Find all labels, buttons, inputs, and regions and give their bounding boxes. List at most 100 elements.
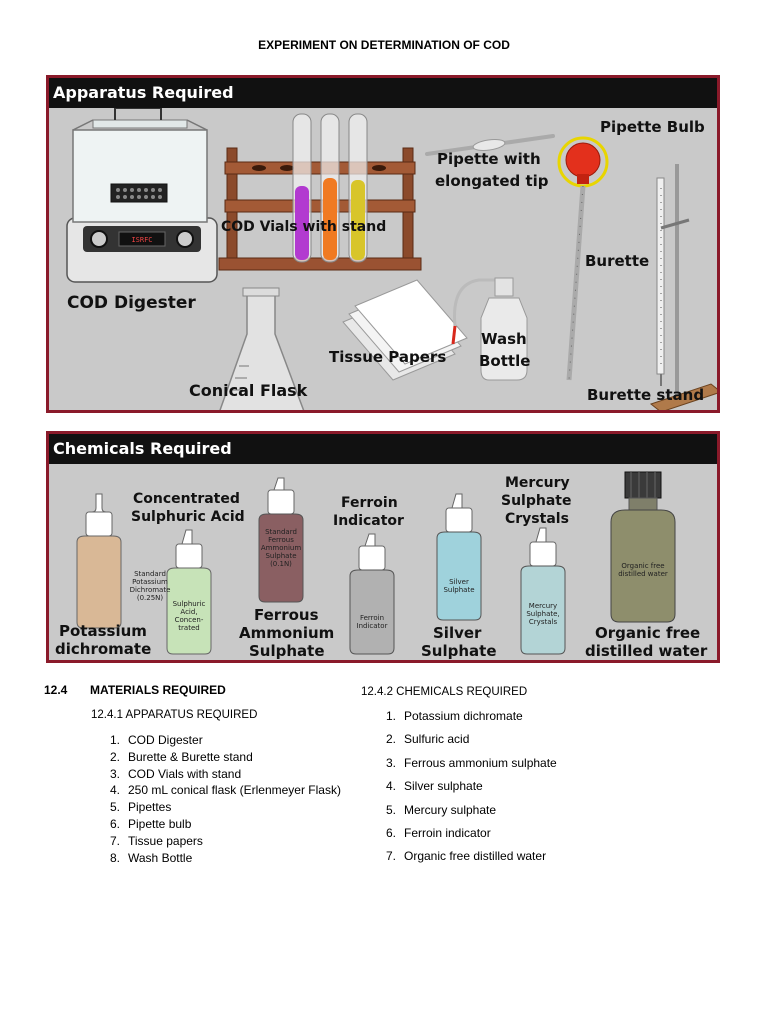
list-item-text: Pipettes (128, 800, 172, 815)
bottle-label-ferrous: Standard Ferrous Ammonium Sulphate (0.1N… (260, 528, 302, 568)
list-item: 8. Wash Bottle (110, 850, 341, 867)
label-wash-line1: Wash (481, 330, 527, 348)
cod-digester-illustration: ISRFC (66, 108, 218, 283)
chemicals-subheading: 12.4.2 CHEMICALS REQUIRED (361, 686, 528, 698)
label-ferrous-line2: Ammonium (239, 624, 335, 642)
label-potassium-line2: dichromate (55, 640, 152, 658)
wash-bottle-illustration (451, 277, 528, 381)
label-concentrated-line1: Concentrated (133, 491, 240, 507)
pipette-illustration (425, 134, 555, 156)
bottle-label-potassium: Standard Potassium Dichromate (0.25N) (129, 570, 171, 602)
list-item-number: 1. (110, 733, 121, 747)
label-ferrous-line3: Sulphate (249, 642, 325, 660)
chemicals-illustration (76, 471, 676, 655)
label-mercury-line1: Mercury (505, 475, 570, 491)
list-item-number: 4. (110, 783, 121, 798)
digester-brand-text: ISRFC (131, 236, 152, 244)
bottle-label-sulphuric: Sulphuric Acid, Concen- trated (172, 600, 206, 632)
chemicals-required-panel: Chemicals Required (46, 431, 720, 663)
bottle-label-water: Organic free distilled water (618, 562, 668, 578)
apparatus-heading: Apparatus Required (49, 78, 717, 108)
list-item: 7. Tissue papers (110, 833, 341, 850)
conical-flask-illustration (219, 287, 305, 410)
label-burette-stand: Burette stand (587, 386, 705, 404)
label-silver-line2: Sulphate (421, 642, 497, 660)
list-item-number: 1. (386, 709, 397, 723)
label-pipette-line1: Pipette with (437, 150, 541, 168)
list-item-text: Ferroin indicator (404, 825, 491, 840)
list-item: 3. COD Vials with stand (110, 766, 341, 783)
bottle-ferroin (349, 533, 395, 655)
label-organic-line2: distilled water (585, 642, 708, 660)
label-ferrous-line1: Ferrous (254, 606, 319, 624)
label-burette: Burette (585, 252, 650, 270)
bottle-potassium (76, 493, 122, 629)
list-item-number: 3. (110, 766, 121, 781)
list-item-text: COD Digester (128, 733, 203, 747)
bottle-label-ferroin: Ferroin Indicator (356, 614, 388, 630)
apparatus-list: 1. COD Digester 2. Burette & Burette stand 3… (110, 732, 341, 866)
bottle-label-silver: Silver Sulphate (443, 578, 475, 594)
label-pipette-line2: elongated tip (435, 172, 549, 190)
document-title: EXPERIMENT ON DETERMINATION OF COD (258, 38, 510, 52)
label-mercury-line2: Sulphate (501, 493, 572, 509)
list-item-number: 8. (110, 850, 121, 865)
apparatus-subheading: 12.4.1 APPARATUS REQUIRED (91, 709, 258, 721)
list-item-number: 3. (386, 755, 397, 770)
list-item-number: 2. (110, 749, 121, 764)
list-item-text: Pipette bulb (128, 816, 192, 831)
label-cod-vials: COD Vials with stand (221, 219, 387, 235)
list-item-text: 250 mL conical flask (Erlenmeyer Flask) (128, 783, 341, 798)
list-item: 3.Ferrous ammonium sulphate (386, 752, 557, 775)
materials-section-heading: 12.4 MATERIALS REQUIRED (44, 683, 226, 697)
label-concentrated-line2: Sulphuric Acid (131, 509, 245, 525)
list-item: 6. Pipette bulb (110, 816, 341, 833)
list-item-text: Silver sulphate (404, 779, 483, 794)
apparatus-illustration: ISRFC (66, 108, 717, 410)
burette-stand-illustration (649, 164, 717, 410)
list-item-text: Sulfuric acid (404, 732, 470, 747)
list-item: 5.Pipettes (110, 799, 341, 816)
list-item-number: 2. (386, 732, 397, 747)
bottle-silver (436, 493, 482, 621)
bottle-label-mercury: Mercury Sulphate, Crystals (526, 602, 560, 626)
bottle-ferrous (258, 477, 304, 603)
list-item: 6. Ferroin indicator (386, 822, 557, 845)
list-item-number: 4. (386, 779, 397, 794)
list-item-text: Organic free distilled water (404, 849, 547, 864)
label-ferroin-line2: Indicator (333, 513, 404, 529)
label-pipette-bulb: Pipette Bulb (600, 118, 705, 136)
label-mercury-line3: Crystals (505, 511, 569, 527)
list-item: 2. Sulfuric acid (386, 728, 557, 751)
list-item: 7. Organic free distilled water (386, 845, 557, 868)
bottle-water (610, 471, 676, 623)
label-ferroin-line1: Ferroin (341, 495, 398, 511)
list-item: 5. Mercury sulphate (386, 799, 557, 822)
label-potassium-line1: Potassium (59, 622, 147, 640)
list-item-number: 7. (386, 849, 397, 864)
list-item-text: Mercury sulphate (404, 802, 497, 817)
label-cod-digester: COD Digester (67, 293, 196, 313)
label-wash-line2: Bottle (479, 352, 531, 370)
label-silver-line1: Silver (433, 624, 482, 642)
list-item-text: Wash Bottle (128, 850, 193, 865)
list-item-number: 7. (110, 833, 121, 848)
list-item: 2. Burette & Burette stand (110, 749, 341, 766)
list-item-number: 6. (386, 825, 397, 840)
materials-section-title: MATERIALS REQUIRED (90, 683, 226, 697)
tissue-papers-illustration (342, 279, 468, 381)
list-item: 4. 250 mL conical flask (Erlenmeyer Flask… (110, 782, 341, 799)
list-item-number: 5. (386, 802, 397, 817)
pipette-bulb-illustration (557, 136, 609, 381)
cod-vials-stand-illustration (218, 113, 422, 271)
list-item-text: Potassium dichromate (404, 709, 523, 723)
list-item-number: 6. (110, 816, 121, 831)
list-item-text: Burette & Burette stand (128, 749, 253, 764)
chemicals-heading: Chemicals Required (49, 434, 717, 464)
list-item: 1. Potassium dichromate (386, 705, 557, 728)
label-conical-flask: Conical Flask (189, 381, 308, 400)
list-item-text: Tissue papers (128, 833, 203, 848)
bottle-sulphuric (166, 529, 212, 655)
list-item-text: COD Vials with stand (128, 766, 242, 781)
